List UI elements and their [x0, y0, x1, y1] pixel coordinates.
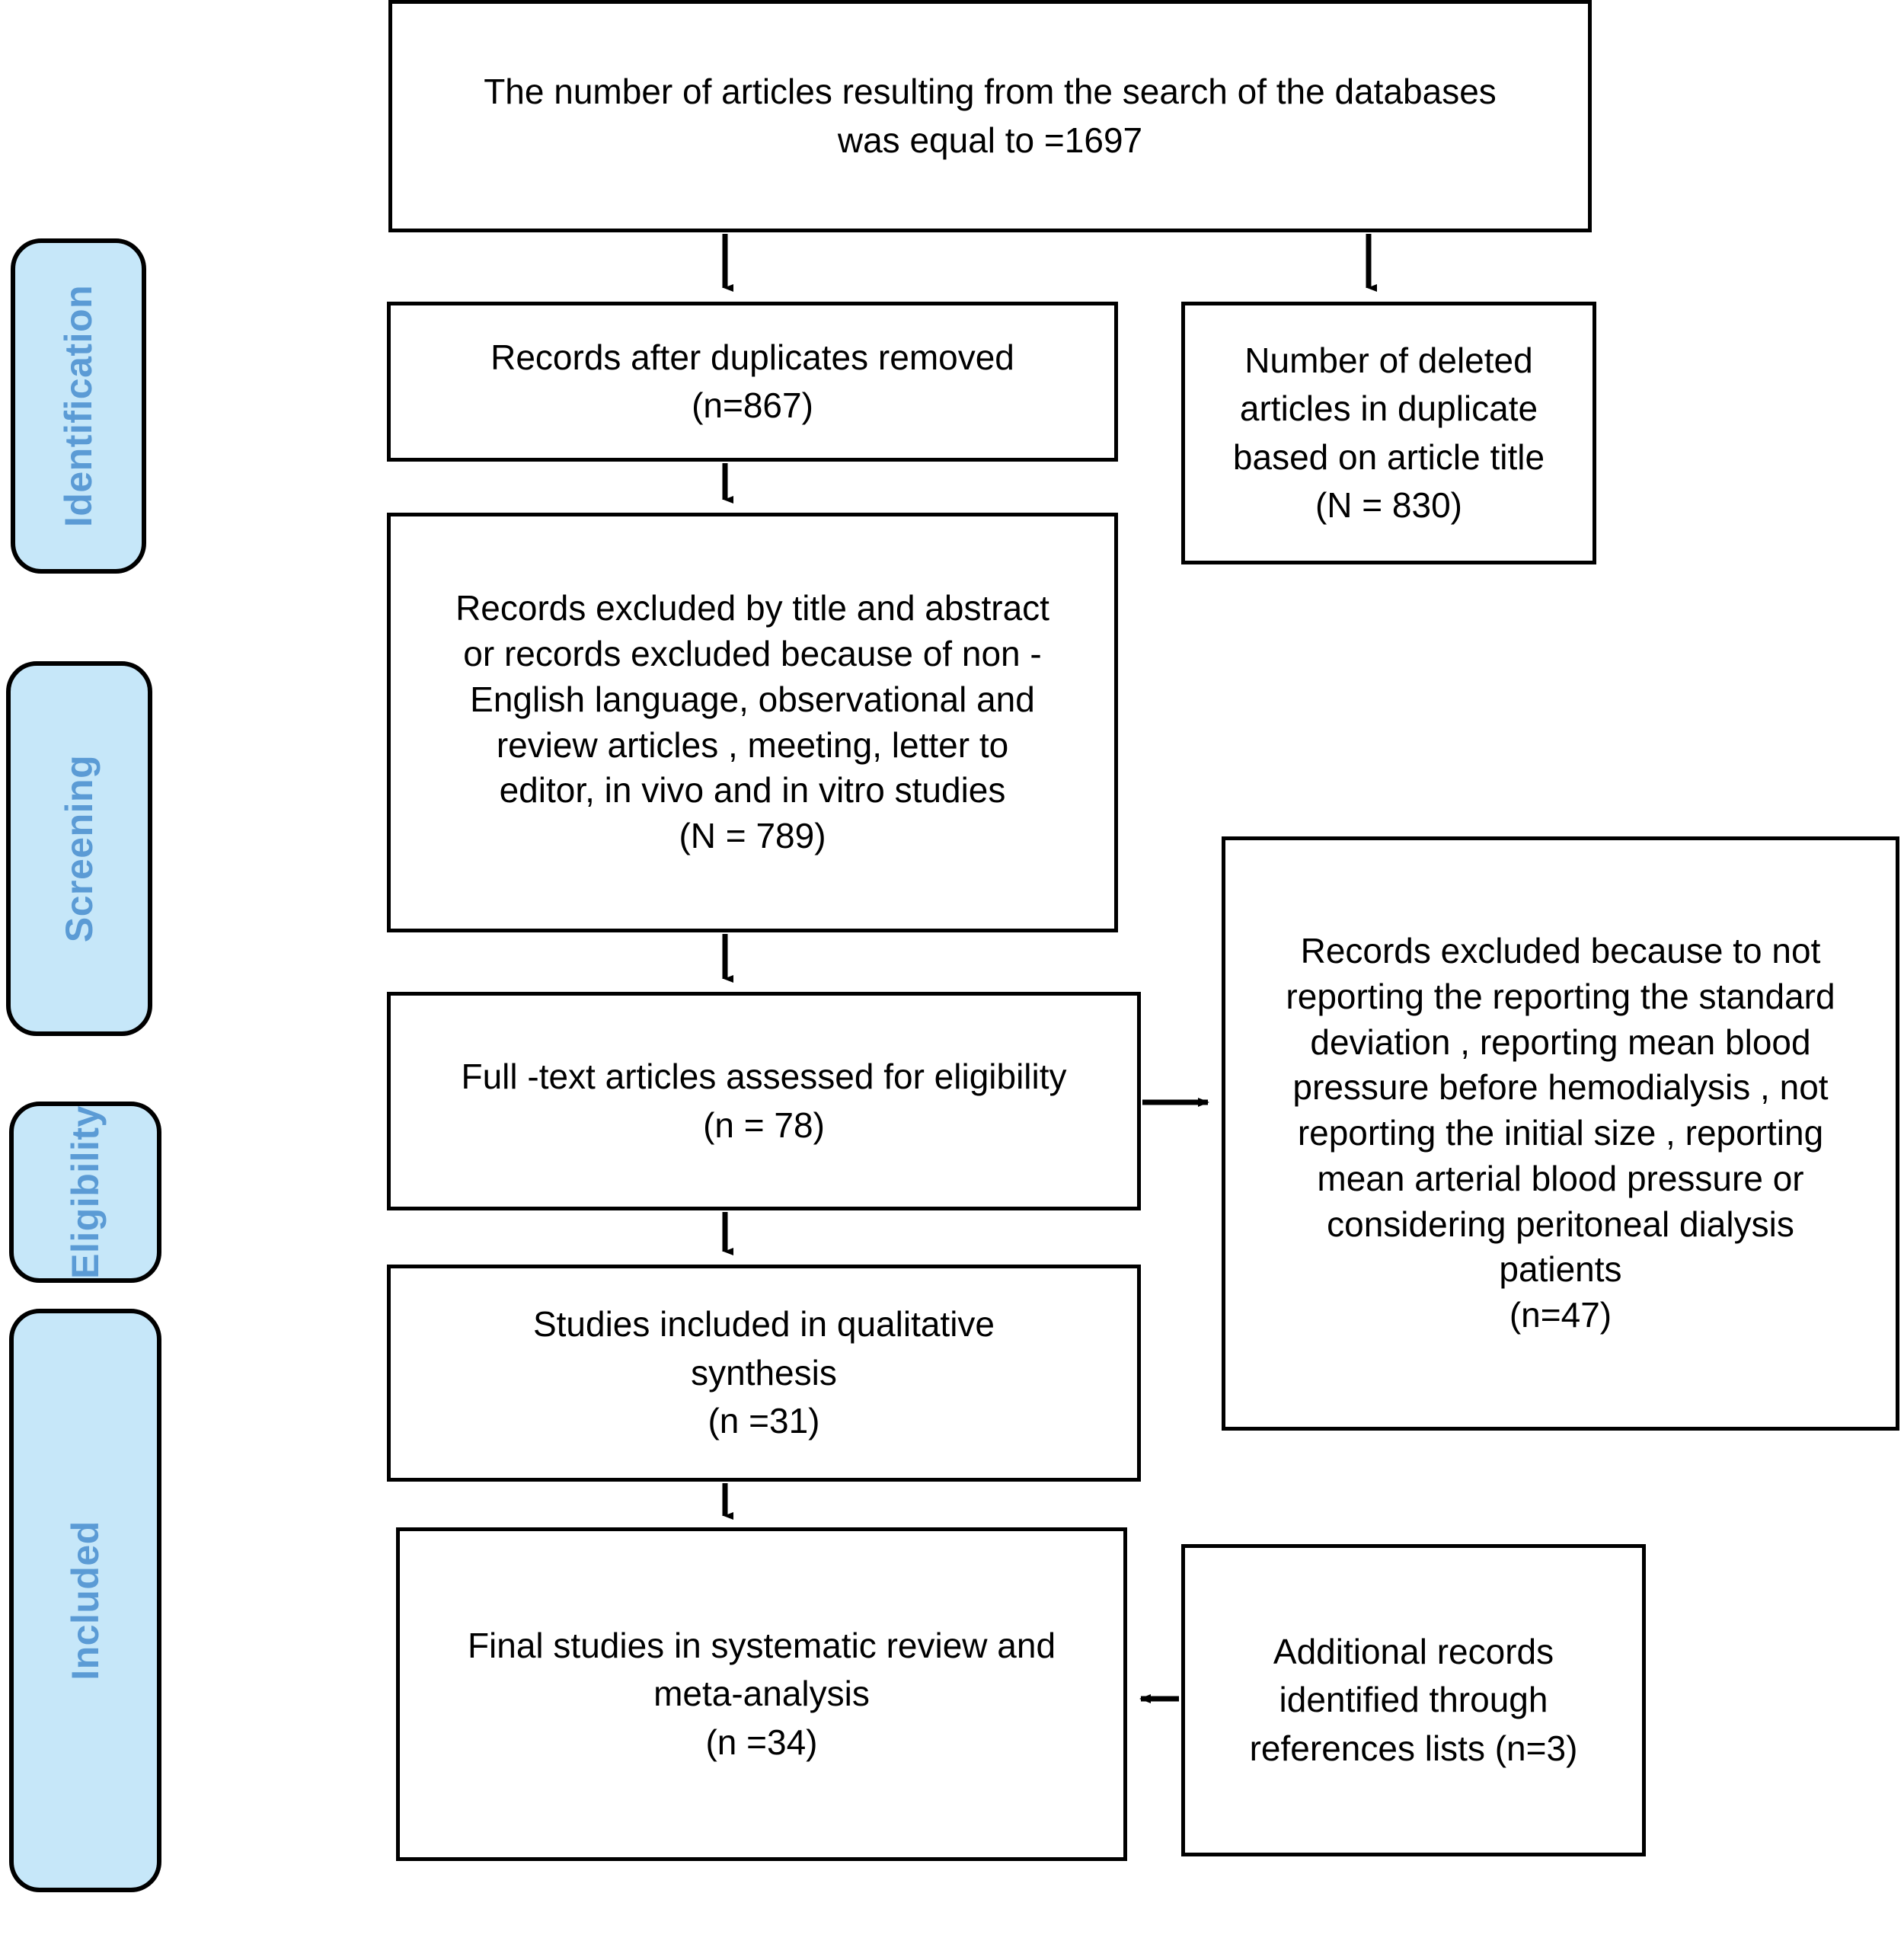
box-deleted-duplicates: Number of deleted articles in duplicate … — [1181, 302, 1596, 564]
stage-tab-screening[interactable]: Screening — [6, 661, 152, 1036]
box-fulltext-assessed: Full -text articles assessed for eligibi… — [387, 992, 1141, 1210]
box-qualitative-synthesis: Studies included in qualitative synthesi… — [387, 1265, 1141, 1482]
box-additional-records-text: Additional records identified through re… — [1249, 1631, 1578, 1768]
box-duplicates-removed: Records after duplicates removed (n=867) — [387, 302, 1118, 462]
box-fulltext-assessed-text: Full -text articles assessed for eligibi… — [461, 1057, 1067, 1145]
stage-tab-identification[interactable]: Identification — [11, 238, 146, 574]
box-deleted-duplicates-text: Number of deleted articles in duplicate … — [1232, 340, 1545, 525]
stage-tab-eligibility[interactable]: Eligibility — [9, 1102, 161, 1283]
box-records-identified: The number of articles resulting from th… — [388, 0, 1592, 232]
box-duplicates-removed-text: Records after duplicates removed (n=867) — [490, 337, 1014, 425]
box-excluded-title-abstract: Records excluded by title and abstract o… — [387, 513, 1118, 932]
box-excluded-title-abstract-text: Records excluded by title and abstract o… — [455, 588, 1049, 856]
stage-tab-included[interactable]: Included — [9, 1309, 161, 1892]
box-additional-records: Additional records identified through re… — [1181, 1544, 1646, 1856]
box-excluded-fulltext: Records excluded because to not reportin… — [1222, 836, 1899, 1431]
box-final-studies: Final studies in systematic review and m… — [396, 1527, 1127, 1861]
box-records-identified-text: The number of articles resulting from th… — [484, 72, 1497, 160]
box-final-studies-text: Final studies in systematic review and m… — [467, 1625, 1056, 1762]
box-excluded-fulltext-text: Records excluded because to not reportin… — [1286, 930, 1835, 1335]
box-qualitative-synthesis-text: Studies included in qualitative synthesi… — [532, 1304, 995, 1441]
